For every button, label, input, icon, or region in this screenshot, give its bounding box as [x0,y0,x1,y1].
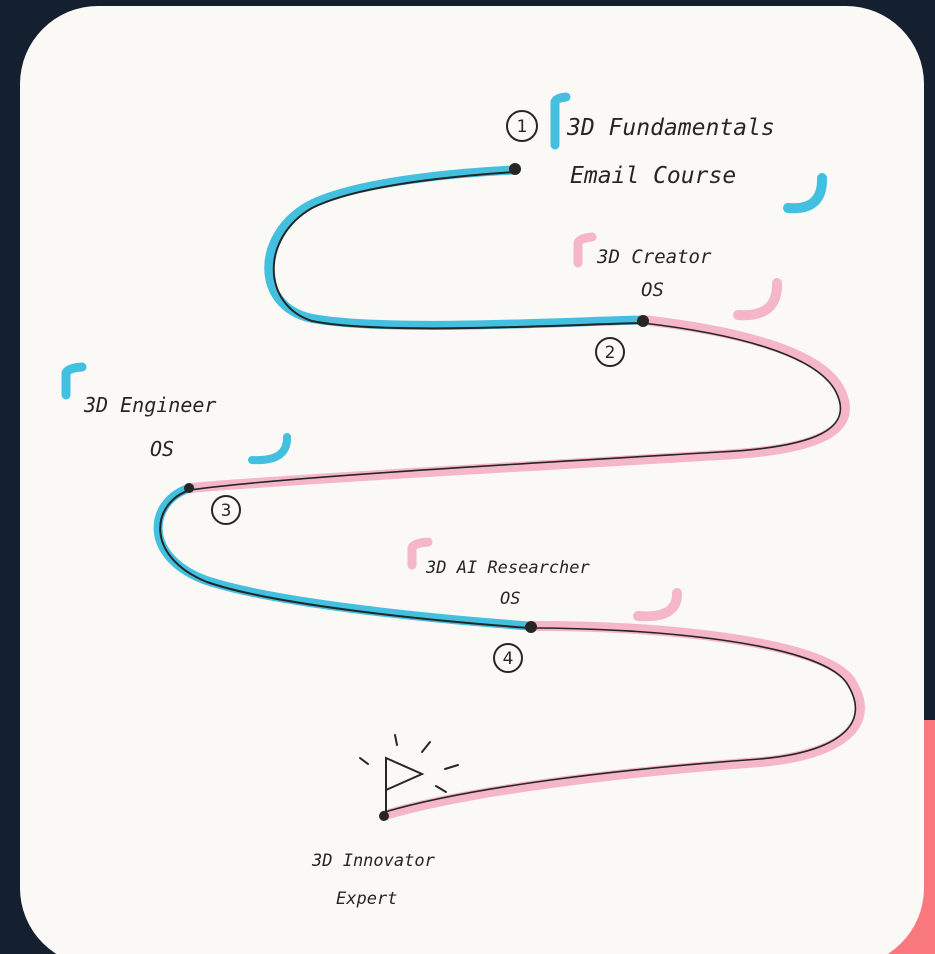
bracket-close-4 [633,588,682,622]
milestone-2-subtitle: OS [641,279,664,301]
destination-dot [379,811,389,821]
road-ink-line-4 [384,627,857,813]
bracket-open-1 [550,92,571,150]
bracket-close-2 [733,278,783,321]
milestone-4-title: 3D AI Researcher [425,558,591,578]
milestone-dot-4 [525,621,537,633]
step-number-2: 2 [605,343,616,363]
milestone-label-3: 3D Engineer OS [83,393,216,461]
bracket-open-3 [61,362,87,400]
road-ink-line-2 [189,322,842,491]
milestone-1-subtitle: Email Course [570,163,736,189]
milestone-1-title: 3D Fundamentals [566,115,775,141]
road-ink-line-3 [159,489,531,629]
road-segment-1 [264,165,648,330]
step-badge-4: 4 [493,643,523,673]
milestone-3-subtitle: OS [150,437,174,461]
destination-subtitle: Expert [336,889,397,909]
road-segment-4 [380,620,865,820]
step-badge-1: 1 [506,110,538,142]
bracket-close-3 [248,433,291,465]
milestone-label-2: 3D Creator OS [596,246,712,301]
flag-icon [359,734,459,814]
road-ink-line-1 [272,171,644,330]
bracket-close-1 [783,173,827,214]
step-number-1: 1 [517,117,528,137]
destination-label: 3D Innovator Expert [311,851,436,909]
milestone-dot-2 [637,315,649,327]
bracket-open-4 [407,537,433,570]
step-badge-2: 2 [595,337,625,367]
bracket-open-2 [573,232,597,268]
milestone-label-1: 3D Fundamentals Email Course [566,115,775,189]
milestone-dot-1 [509,163,521,175]
step-number-4: 4 [503,649,514,669]
step-badge-3: 3 [211,495,241,525]
milestone-3-title: 3D Engineer [83,393,216,417]
destination-title: 3D Innovator [311,851,436,871]
milestone-2-title: 3D Creator [596,246,712,268]
road-segment-2 [185,315,850,493]
milestone-4-subtitle: OS [500,589,520,609]
step-number-3: 3 [221,501,232,521]
road-segment-3 [153,483,535,631]
milestone-label-4: 3D AI Researcher OS [425,558,591,609]
milestone-dot-3 [184,483,194,493]
